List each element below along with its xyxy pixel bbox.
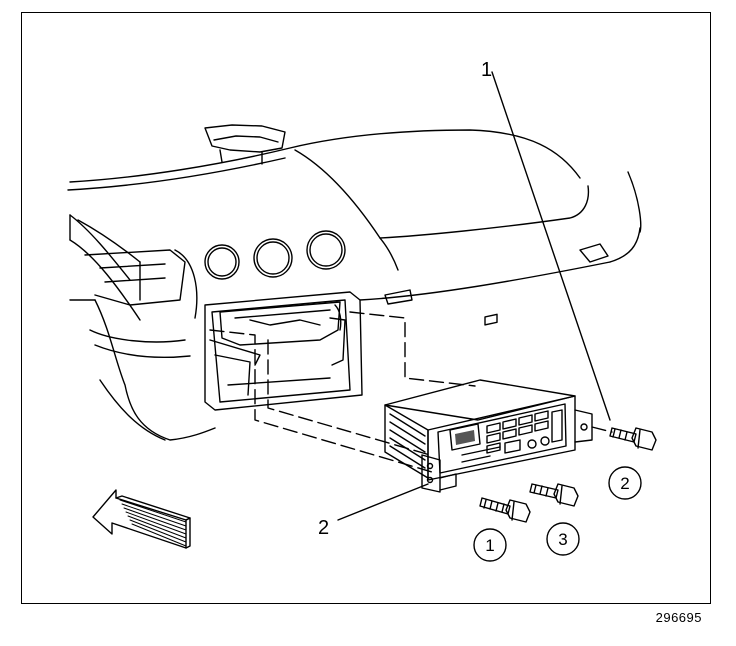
- bolt-right-number: 2: [620, 474, 629, 493]
- bolt-lower-right-number: 3: [558, 530, 567, 549]
- figure-id: 296695: [655, 610, 702, 625]
- bolt-lower-left-number: 1: [485, 536, 494, 555]
- callout-label-radio: 2: [318, 517, 329, 539]
- radio-opening: [204, 291, 363, 411]
- callout-label-bracket: 1: [481, 59, 492, 81]
- leader-lines: [337, 71, 611, 521]
- forward-arrow-icon: [92, 489, 191, 549]
- bolt-right-icon: [609, 427, 657, 451]
- number-circle-bolt-right: [608, 466, 642, 500]
- number-circle-bolt-lower-right: [546, 522, 580, 556]
- bolt-lower-right-icon: [529, 483, 579, 507]
- bolt-lower-left-icon: [479, 497, 531, 523]
- number-circle-bolt-lower-left: [473, 528, 507, 562]
- instrument-panel: [67, 124, 642, 441]
- alignment-lines: [209, 311, 613, 473]
- radio-unit: [384, 313, 593, 493]
- gauge-vents: [204, 230, 346, 280]
